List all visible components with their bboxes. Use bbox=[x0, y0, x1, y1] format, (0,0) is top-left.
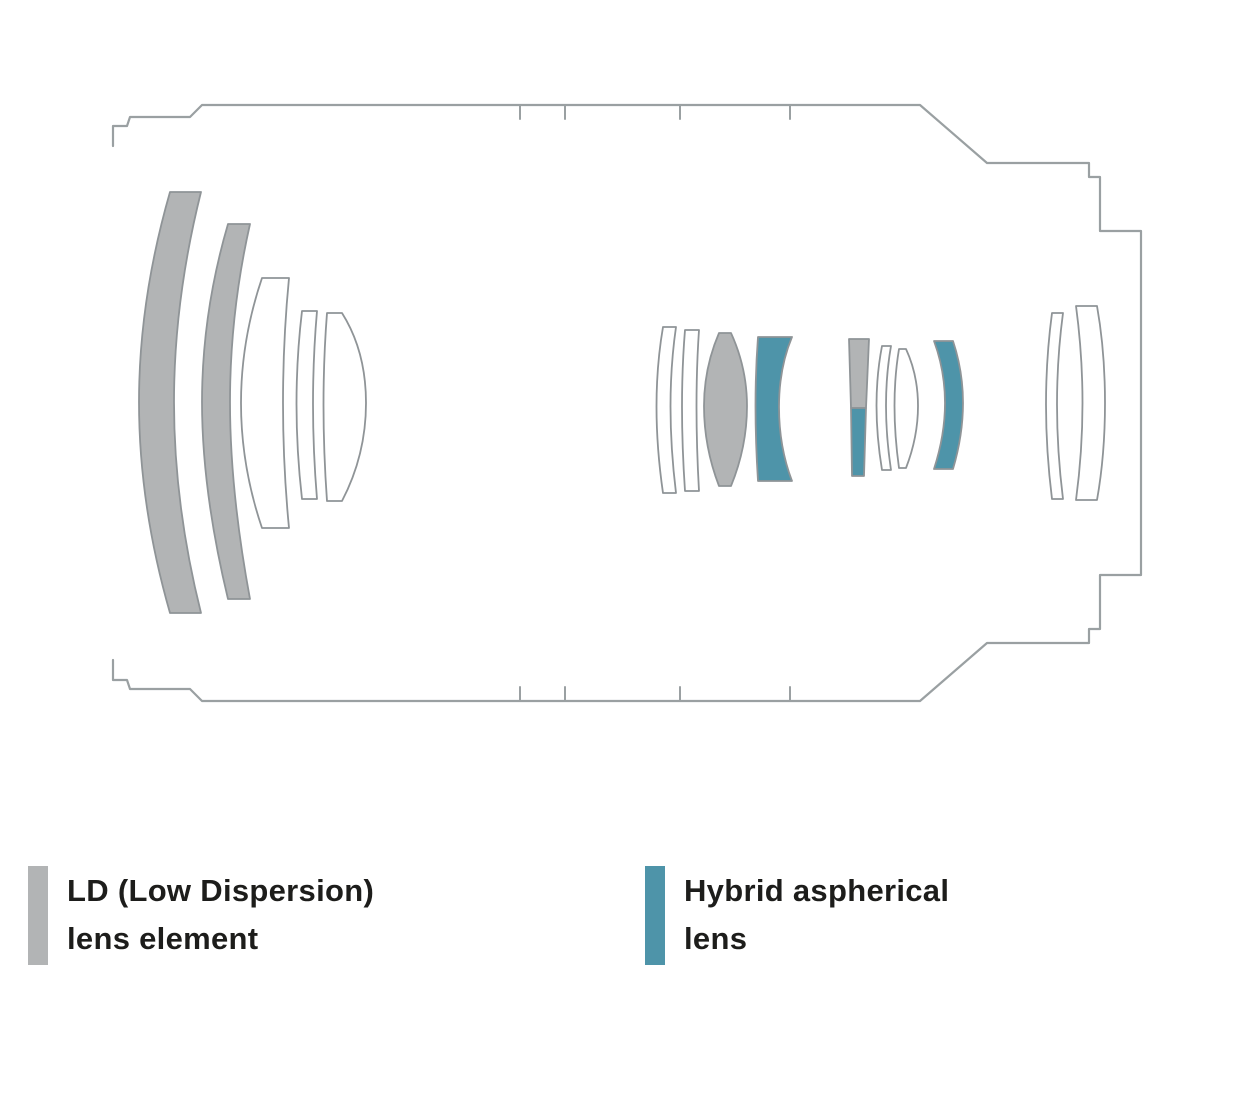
hybrid-split-lower-aspherical bbox=[850, 407, 867, 477]
legend: LD (Low Dispersion) lens element Hybrid … bbox=[0, 866, 1245, 976]
lens-element-hybrid-split bbox=[848, 338, 870, 477]
lens-element-middle-1 bbox=[655, 326, 677, 494]
legend-item-hybrid-aspherical: Hybrid aspherical lens bbox=[645, 866, 949, 965]
lens-element-front-3 bbox=[240, 277, 290, 529]
lens-element-front-5 bbox=[322, 312, 367, 502]
legend-label-ld-line1: LD (Low Dispersion) bbox=[67, 873, 375, 908]
legend-label-ld-line2: lens element bbox=[67, 921, 259, 956]
hybrid-aspherical-color-swatch bbox=[645, 866, 665, 965]
barrel-tick-marks bbox=[519, 104, 791, 702]
lens-element-middle-7 bbox=[893, 348, 919, 469]
hybrid-split-upper-ld bbox=[848, 338, 870, 409]
legend-label-ld: LD (Low Dispersion) lens element bbox=[67, 866, 374, 963]
legend-item-ld: LD (Low Dispersion) lens element bbox=[28, 866, 374, 965]
ld-color-swatch bbox=[28, 866, 48, 965]
lens-element-ld-middle-3 bbox=[703, 332, 748, 487]
legend-label-hybrid-line1: Hybrid aspherical bbox=[684, 873, 950, 908]
lens-element-aspherical-middle-8 bbox=[933, 340, 964, 470]
lens-element-rear-2 bbox=[1075, 305, 1106, 501]
lens-element-ld-front-2 bbox=[201, 223, 251, 600]
lens-element-front-4 bbox=[295, 310, 318, 500]
lens-barrel-outline bbox=[111, 103, 1143, 703]
lens-element-rear-1 bbox=[1045, 312, 1064, 500]
lens-element-aspherical-middle-4 bbox=[754, 336, 793, 482]
lens-element-middle-6 bbox=[875, 345, 892, 471]
legend-label-hybrid-aspherical: Hybrid aspherical lens bbox=[684, 866, 949, 963]
lens-element-ld-front-1 bbox=[138, 191, 202, 614]
lens-element-middle-2 bbox=[681, 329, 700, 492]
legend-label-hybrid-line2: lens bbox=[684, 921, 748, 956]
